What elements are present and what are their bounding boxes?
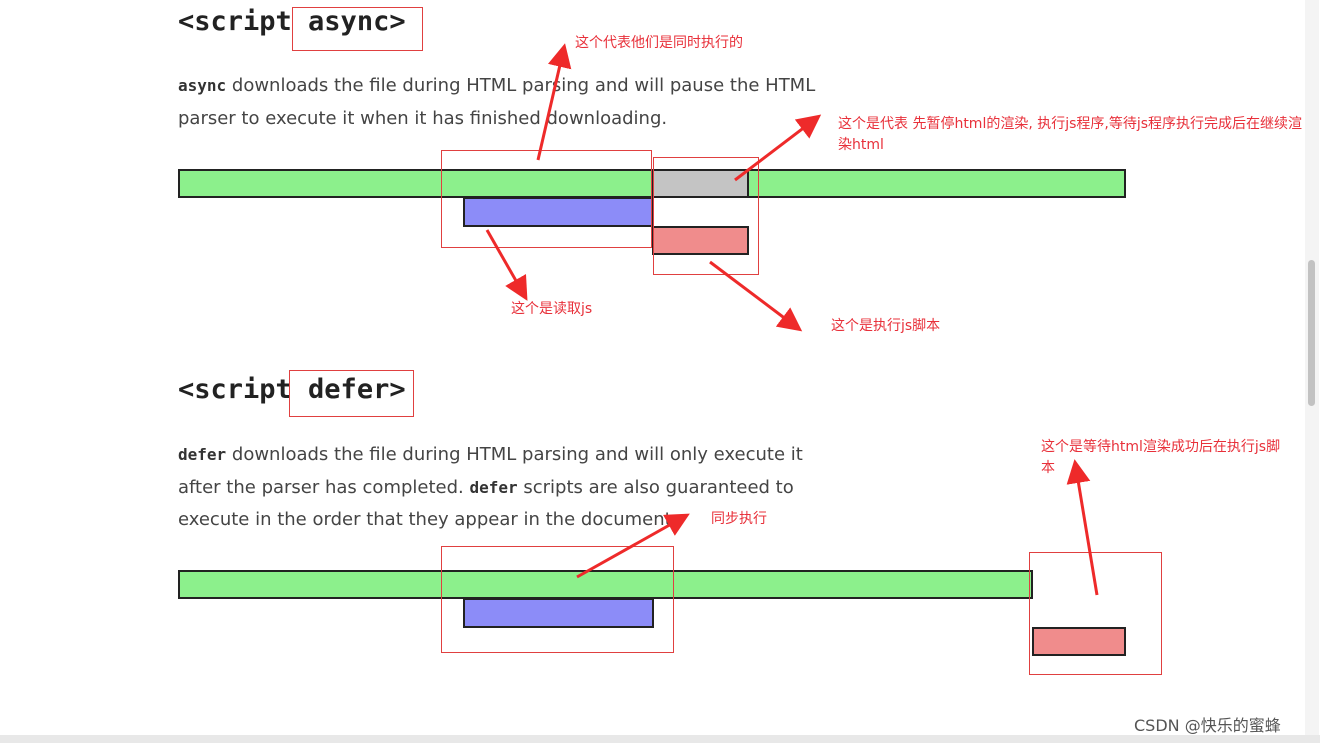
- description-text: downloads the file during HTML parsing a…: [178, 75, 816, 129]
- scrollbar-thumb[interactable]: [1308, 260, 1315, 406]
- annotation-simultaneous: 这个代表他们是同时执行的: [575, 35, 743, 51]
- arrow-icon: [485, 229, 528, 301]
- description-text: downloads the file during HTML parsing a…: [178, 444, 803, 498]
- highlight-box: [292, 7, 423, 51]
- arrow-icon: [734, 114, 822, 182]
- annotation-wait: 这个是等待html渲染成功后在执行js脚本: [1041, 439, 1281, 476]
- highlight-box: [289, 370, 414, 417]
- description-text: scripts are also guaranteed to execute i…: [178, 476, 794, 531]
- arrow-icon: [709, 260, 803, 332]
- async-pause-bar: [652, 169, 749, 198]
- arrow-icon: [1066, 459, 1099, 596]
- highlight-box: [441, 150, 652, 248]
- heading-prefix: <script: [178, 374, 309, 405]
- defer-execute-bar: [1032, 627, 1126, 656]
- heading-keyword: async>: [308, 6, 406, 37]
- keyword: defer: [178, 445, 227, 464]
- defer-download-bar: [463, 598, 654, 628]
- keyword: async: [178, 76, 227, 95]
- async-execute-bar: [652, 226, 749, 255]
- annotation-pause: 这个是代表 先暂停html的渲染, 执行js程序,等待js程序执行完成后在继续渲…: [838, 116, 1303, 153]
- arrow-icon: [576, 513, 690, 579]
- heading-prefix: <script: [178, 6, 309, 37]
- async-download-bar: [463, 197, 653, 227]
- watermark: CSDN @快乐的蜜蜂: [1134, 716, 1281, 735]
- async-description: async downloads the file during HTML par…: [178, 70, 838, 135]
- heading-keyword: defer>: [308, 374, 406, 405]
- defer-heading: <script defer>: [178, 374, 406, 405]
- annotation-exec-js: 这个是执行js脚本: [831, 318, 941, 334]
- highlight-box: [441, 546, 674, 653]
- bottom-strip: [0, 735, 1320, 743]
- arrow-icon: [536, 43, 572, 161]
- annotation-read-js: 这个是读取js: [511, 301, 593, 317]
- highlight-box: [653, 157, 759, 275]
- async-heading: <script async>: [178, 6, 406, 37]
- keyword: defer: [469, 477, 518, 497]
- defer-description: defer downloads the file during HTML par…: [178, 439, 838, 537]
- annotation-sync: 同步执行: [711, 511, 767, 527]
- highlight-box: [1029, 552, 1162, 675]
